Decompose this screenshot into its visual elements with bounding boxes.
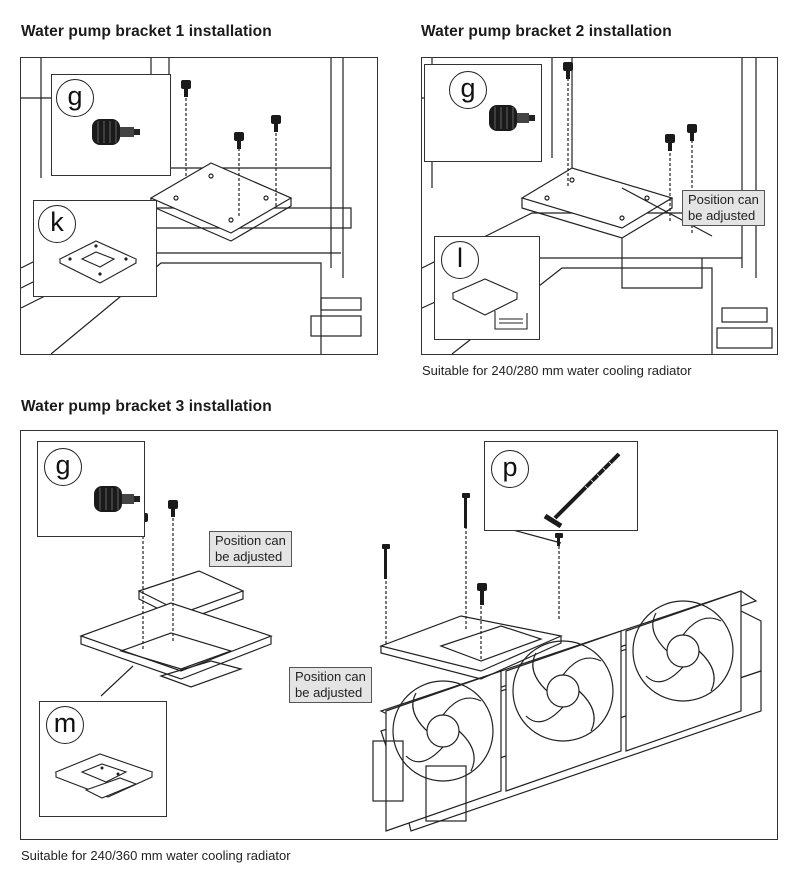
- pump-bracket-plate-icon: [58, 240, 138, 284]
- part-badge-g: g: [44, 448, 82, 486]
- radiator-assembly-illustration: [79, 493, 762, 832]
- part-badge-p: p: [491, 450, 529, 488]
- inset-part-p: p: [484, 441, 638, 531]
- section-1-title: Water pump bracket 1 installation: [21, 23, 272, 40]
- pump-bracket-frame-icon: [54, 753, 154, 799]
- section-2-caption: Suitable for 240/280 mm water cooling ra…: [422, 363, 692, 378]
- part-badge-l: l: [441, 241, 479, 279]
- section-3-title: Water pump bracket 3 installation: [21, 398, 272, 415]
- part-badge-k: k: [38, 205, 76, 243]
- inset-part-l: l: [434, 236, 540, 340]
- thumbscrew-icon: [489, 105, 535, 131]
- part-badge-m: m: [46, 706, 84, 744]
- inset-part-g-3: g: [37, 441, 145, 537]
- thumbscrew-icon: [94, 486, 140, 512]
- section-2-title: Water pump bracket 2 installation: [421, 23, 672, 40]
- part-badge-g: g: [449, 71, 487, 109]
- inset-part-m: m: [39, 701, 167, 817]
- section-3-caption: Suitable for 240/360 mm water cooling ra…: [21, 848, 291, 863]
- thumbscrew-icon: [92, 119, 140, 145]
- inset-part-g-1: g: [51, 74, 171, 176]
- case-interior-illustration-2: [422, 58, 773, 354]
- part-badge-g: g: [56, 79, 94, 117]
- case-interior-illustration-1: [21, 58, 362, 354]
- pump-bracket-stand-icon: [451, 278, 528, 330]
- inset-part-k: k: [33, 200, 157, 297]
- section-1-diagram: g k: [20, 57, 378, 355]
- section-3-diagram: g m p: [20, 430, 778, 840]
- inset-part-g-2: g: [424, 64, 542, 162]
- long-screw-icon: [543, 452, 621, 529]
